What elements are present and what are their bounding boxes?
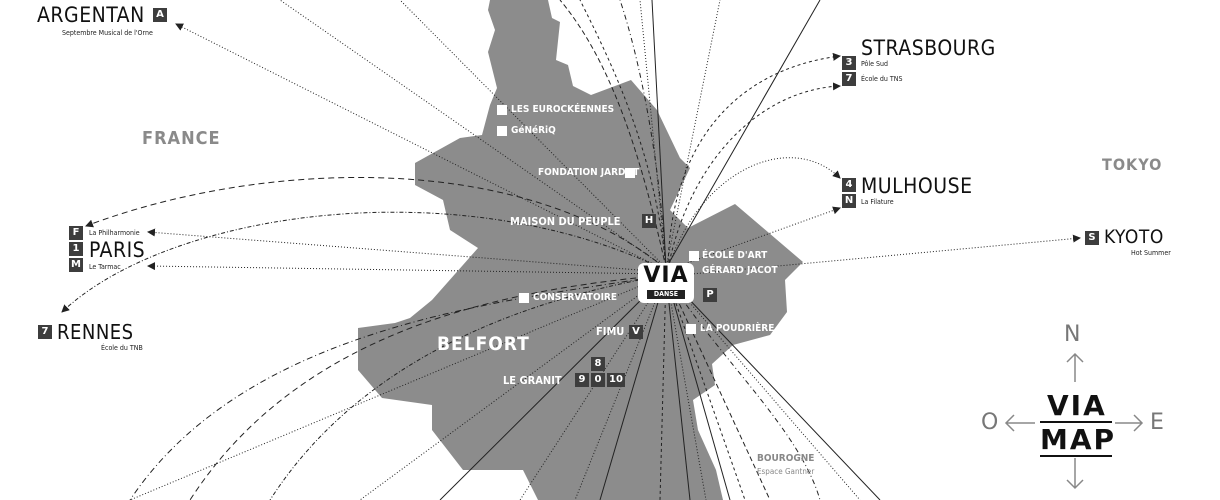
venue-badge-8[interactable]: 8 <box>591 357 605 371</box>
venue-badge-f[interactable]: F <box>69 226 83 240</box>
venue-marker-fondation-jardot <box>625 168 635 178</box>
venue-badge-v[interactable]: V <box>629 325 643 339</box>
venue-hot-summer: Hot Summer <box>1131 249 1171 257</box>
venue-badge-3[interactable]: 3 <box>842 56 856 70</box>
venue-marker-eurockeennes <box>497 105 507 115</box>
venue-gerard-jacot[interactable]: GÉRARD JACOT <box>702 265 778 276</box>
venue-badge-7-strasbourg[interactable]: 7 <box>842 72 856 86</box>
city-rennes[interactable]: RENNES <box>57 320 134 344</box>
logo-sub-text: DANSE <box>647 290 685 299</box>
region-label-france: FRANCE <box>142 128 221 149</box>
region-label-tokyo: TOKYO <box>1102 155 1163 174</box>
city-paris[interactable]: PARIS <box>89 238 146 262</box>
city-belfort[interactable]: BELFORT <box>437 333 530 355</box>
venue-fondation-jardot[interactable]: FONDATION JARDOT <box>538 167 640 178</box>
venue-badge-10[interactable]: 10 <box>607 373 625 387</box>
venue-badge-p[interactable]: P <box>703 288 717 302</box>
venue-badge-n[interactable]: N <box>842 194 856 208</box>
venue-badge-9[interactable]: 9 <box>575 373 589 387</box>
venue-badge-0[interactable]: 0 <box>591 373 605 387</box>
venue-eurockeennes[interactable]: LES EUROCKÉENNES <box>511 104 615 115</box>
venue-ecole-tnb: École du TNB <box>101 344 143 352</box>
logo-main-text: VIA <box>643 263 689 288</box>
venue-badge-4[interactable]: 4 <box>842 178 856 192</box>
venue-badge-m[interactable]: M <box>69 258 83 272</box>
compass-north: N <box>1064 322 1081 347</box>
belfort-territory <box>358 0 803 500</box>
venue-la-filature: La Filature <box>861 198 894 206</box>
compass-east: E <box>1150 410 1164 435</box>
venue-bourogne[interactable]: BOUROGNE <box>757 453 815 464</box>
venue-ecole-tns: École du TNS <box>861 75 903 83</box>
venue-badge-a[interactable]: A <box>153 8 167 22</box>
venue-badge-h[interactable]: H <box>642 214 656 228</box>
venue-fimu[interactable]: FIMU <box>596 325 625 338</box>
venue-espace-gantner: Espace Gantner <box>757 467 815 476</box>
venue-la-philharmonie: La Philharmonie <box>89 229 140 237</box>
compass-west: O <box>981 410 999 435</box>
venue-argentan: Septembre Musical de l'Orne <box>62 29 153 37</box>
venue-badge-7-rennes[interactable]: 7 <box>38 325 52 339</box>
city-mulhouse[interactable]: MULHOUSE <box>861 174 973 198</box>
city-argentan[interactable]: ARGENTAN <box>37 3 145 27</box>
compass-title-map: MAP <box>1040 423 1117 456</box>
venue-marker-conservatoire <box>519 293 529 303</box>
city-strasbourg[interactable]: STRASBOURG <box>861 36 996 60</box>
venue-marker-ecole-art <box>689 251 699 261</box>
venue-badge-1[interactable]: 1 <box>69 242 83 256</box>
venue-pole-sud: Pôle Sud <box>861 60 889 68</box>
venue-le-tarmac: Le Tarmac <box>89 263 121 271</box>
venue-conservatoire[interactable]: CONSERVATOIRE <box>533 292 618 303</box>
venue-ecole-art[interactable]: ÉCOLE D'ART <box>702 250 768 261</box>
compass-title-via: VIA <box>1047 389 1107 422</box>
venue-marker-generiq <box>497 126 507 136</box>
venue-badge-s[interactable]: S <box>1085 231 1099 245</box>
venue-generiq[interactable]: GéNéRiQ <box>511 125 556 136</box>
venue-le-granit[interactable]: LE GRANIT <box>503 374 562 387</box>
venue-la-poudriere[interactable]: LA POUDRIÈRE <box>700 323 775 334</box>
via-danse-logo[interactable]: VIA DANSE <box>638 263 694 303</box>
city-kyoto[interactable]: KYOTO <box>1104 226 1164 248</box>
venue-maison-du-peuple[interactable]: MAISON DU PEUPLE <box>510 215 621 228</box>
route-lines <box>61 0 1081 500</box>
venue-marker-la-poudriere <box>686 324 696 334</box>
